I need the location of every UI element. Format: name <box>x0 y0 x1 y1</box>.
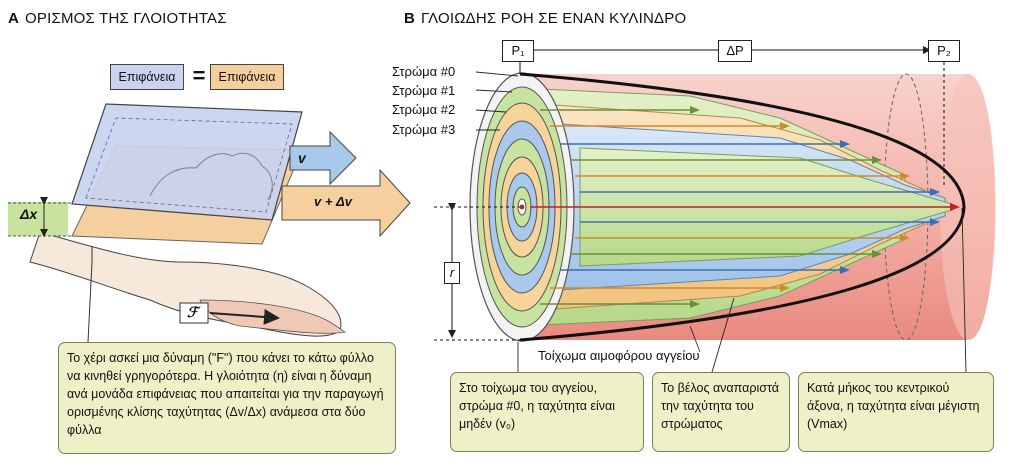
equals-sign: = <box>192 63 206 88</box>
force-box <box>179 302 209 324</box>
velocity-arrows <box>530 106 960 308</box>
panel-b-drawing <box>434 46 996 373</box>
panel-b-caption-3: Κατά μήκος του κεντρικού άξονα, η ταχύτη… <box>798 372 994 452</box>
panel-a-caption: Το χέρι ασκεί μια δύναμη ("F") που κάνει… <box>58 342 396 454</box>
v-dv-label: v + Δv <box>314 194 353 209</box>
force-arrow <box>209 308 280 325</box>
wall-label: Τοίχωμα αιμοφόρου αγγείου <box>538 348 700 363</box>
dx-band <box>8 202 68 236</box>
panel-a-letter: A <box>8 10 20 27</box>
dx-label: Δx <box>20 206 38 222</box>
v-dv-arrow <box>281 168 411 238</box>
panel-b-letter: B <box>404 10 416 27</box>
v-arrow <box>289 130 357 186</box>
surface-blue-label: Επιφάνεια <box>110 64 184 90</box>
dp-label: ΔP <box>718 40 752 62</box>
blue-sheet <box>71 103 303 221</box>
layer-label-0: Στρώμα #0 <box>392 64 456 79</box>
panel-b-caption-1: Στο τοίχωμα του αγγείου, στρώμα #0, η τα… <box>450 372 644 452</box>
v-label: v <box>298 150 306 166</box>
velocity-profile <box>519 72 966 342</box>
panel-b-caption-2: Το βέλος αναπαριστά την ταχύτητα του στρ… <box>652 372 790 452</box>
layer-label-3: Στρώμα #3 <box>392 122 456 137</box>
force-label: ℱ <box>187 304 199 320</box>
layer-label-2: Στρώμα #2 <box>392 102 456 117</box>
radius-label: r <box>444 262 460 284</box>
layer-label-1: Στρώμα #1 <box>392 83 456 98</box>
p2-label: P₂ <box>928 40 960 62</box>
center-dot <box>519 204 525 210</box>
hand-outline <box>149 152 273 201</box>
p1-label: P₁ <box>502 40 534 62</box>
panel-a-drawing <box>8 103 411 343</box>
surface-orange-label: Επιφάνεια <box>210 64 284 90</box>
